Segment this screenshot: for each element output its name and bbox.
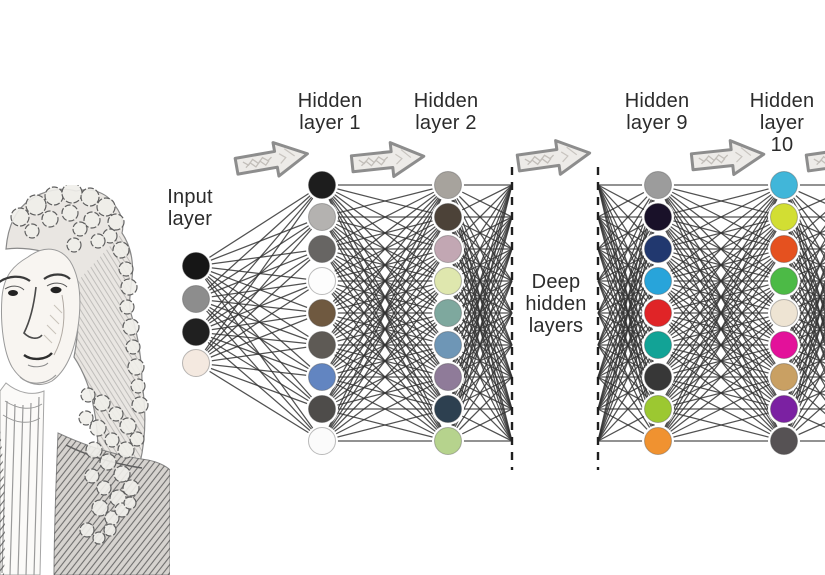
hidden9-node-8 (644, 395, 672, 423)
eye (50, 286, 62, 294)
hidden2-node-7 (434, 363, 462, 391)
flow-arrow-icon (804, 139, 825, 176)
hidden9-node-1 (644, 171, 672, 199)
portrait-engraving (0, 185, 170, 575)
hidden10-node-4 (770, 267, 798, 295)
hidden9-node-4 (644, 267, 672, 295)
hidden9-nodes (642, 169, 674, 457)
hidden1-node-4 (308, 267, 336, 295)
hidden10-node-5 (770, 299, 798, 327)
hidden2-node-5 (434, 299, 462, 327)
hidden10-node-8 (770, 395, 798, 423)
label-hidden-layer-2: Hidden layer 2 (413, 90, 479, 134)
eyebrow (0, 275, 31, 283)
label-hidden-layer-9: Hidden layer 9 (624, 90, 690, 134)
hidden2-node-3 (434, 235, 462, 263)
hidden2-nodes (432, 169, 464, 457)
hidden1-node-7 (308, 363, 336, 391)
label-input-layer: Input layer (167, 186, 213, 230)
hidden2-node-4 (434, 267, 462, 295)
hidden10-node-3 (770, 235, 798, 263)
hidden10-node-1 (770, 171, 798, 199)
wig-curls (78, 387, 145, 545)
nose (23, 286, 43, 339)
edge-lines (195, 184, 825, 442)
cheek-shading (43, 304, 63, 344)
hidden9-node-7 (644, 363, 672, 391)
hidden9-node-9 (644, 427, 672, 455)
hidden9-node-6 (644, 331, 672, 359)
flow-arrow-icon (689, 139, 766, 176)
hidden9-node-2 (644, 203, 672, 231)
input-node-1 (182, 252, 210, 280)
hidden1-node-9 (308, 427, 336, 455)
cravat (0, 382, 45, 575)
hidden2-node-6 (434, 331, 462, 359)
hidden10-node-7 (770, 363, 798, 391)
hidden1-node-8 (308, 395, 336, 423)
eye (8, 290, 18, 296)
hidden1-node-5 (308, 299, 336, 327)
hidden2-node-8 (434, 395, 462, 423)
hidden9-node-3 (644, 235, 672, 263)
hidden2-node-2 (434, 203, 462, 231)
label-hidden-layer-1: Hidden layer 1 (297, 90, 363, 134)
flow-arrow-icon (233, 141, 309, 178)
eyebrow (43, 273, 71, 280)
hidden1-node-3 (308, 235, 336, 263)
hidden10-node-9 (770, 427, 798, 455)
hidden10-node-2 (770, 203, 798, 231)
label-hidden-layer-10: Hidden layer 10 (749, 90, 815, 156)
mouth (23, 352, 53, 361)
flow-arrow-icon (349, 141, 426, 178)
hidden1-node-6 (308, 331, 336, 359)
hidden1-node-2 (308, 203, 336, 231)
hidden1-nodes (306, 169, 338, 457)
hidden1-node-1 (308, 171, 336, 199)
hidden2-node-1 (434, 171, 462, 199)
input-nodes (180, 250, 212, 379)
hidden2-node-9 (434, 427, 462, 455)
input-node-3 (182, 318, 210, 346)
input-node-4 (182, 349, 210, 377)
hidden10-nodes (768, 169, 800, 457)
flow-arrow-icon (515, 139, 592, 176)
chin-line (19, 374, 57, 384)
label-deep-hidden-layers: Deep hidden layers (525, 271, 587, 337)
hidden9-node-5 (644, 299, 672, 327)
hidden10-node-6 (770, 331, 798, 359)
input-node-2 (182, 285, 210, 313)
face (0, 248, 81, 385)
